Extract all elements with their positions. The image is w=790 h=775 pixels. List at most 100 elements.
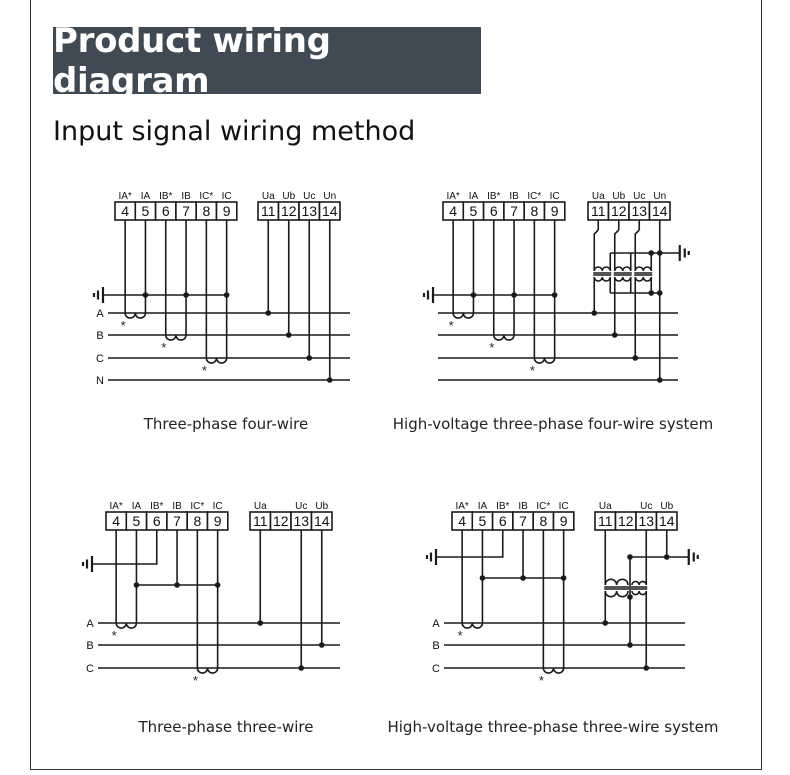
terminal-number: 6: [162, 203, 170, 219]
diagram-caption: Three-phase three-wire: [138, 718, 314, 736]
terminal-number: 4: [112, 513, 120, 529]
diagram-caption: High-voltage three-phase three-wire syst…: [387, 718, 719, 736]
polarity-asterisk: *: [449, 318, 454, 333]
terminal-number: 8: [193, 513, 201, 529]
wire: [613, 229, 620, 271]
junction-dot: [298, 665, 305, 671]
polarity-asterisk: *: [489, 340, 494, 355]
terminal-number: 7: [182, 203, 190, 219]
junction-dot: [470, 292, 477, 298]
terminal-label: IC*: [199, 191, 213, 202]
junction-dot: [663, 554, 670, 560]
terminal-number: 12: [618, 513, 634, 529]
terminal-number: 9: [560, 513, 568, 529]
junction-dot: [591, 310, 598, 316]
junction-dot: [285, 332, 292, 338]
coil: [205, 357, 228, 364]
coil: [593, 266, 612, 272]
terminal-number: 11: [261, 203, 276, 219]
coil: [631, 580, 648, 586]
wire: [634, 229, 640, 271]
terminal-label: IA*: [118, 191, 131, 202]
polarity-asterisk: *: [458, 628, 463, 643]
coil: [604, 578, 629, 586]
terminal-number: 12: [273, 513, 289, 529]
coil: [542, 667, 565, 674]
junction-dot: [183, 292, 189, 298]
terminal-label: Un: [653, 191, 666, 202]
terminal-number: 4: [449, 203, 457, 219]
page-title: Product wiring diagram: [53, 21, 481, 101]
terminal-number: 13: [631, 203, 647, 219]
terminal-label: IC*: [190, 501, 204, 512]
terminal-number: 7: [519, 513, 527, 529]
coil: [634, 266, 653, 272]
terminal-number: 7: [510, 203, 518, 219]
junction-dot: [265, 310, 272, 316]
terminal-label: Ub: [612, 191, 625, 202]
diagram-caption: Three-phase four-wire: [143, 415, 309, 433]
junction-dot: [643, 665, 650, 671]
junction-dot: [306, 355, 313, 361]
junction-dot: [627, 642, 633, 648]
terminal-label: IB: [509, 191, 519, 202]
terminal-label: Ub: [282, 191, 295, 202]
wire: [436, 530, 504, 558]
terminal-label: Un: [323, 191, 336, 202]
terminal-number: 8: [539, 513, 547, 529]
terminal-label: Ua: [254, 501, 267, 512]
coil: [492, 334, 515, 341]
coil: [196, 667, 219, 674]
terminal-label: IB: [518, 501, 528, 512]
terminal-label: IA: [132, 501, 142, 512]
terminal-number: 5: [142, 203, 150, 219]
terminal-label: IB*: [150, 501, 163, 512]
terminal-label: IC: [550, 191, 560, 202]
phase-label: B: [432, 640, 439, 652]
polarity-asterisk: *: [202, 363, 207, 378]
coil: [124, 312, 147, 319]
junction-dot: [318, 642, 325, 648]
terminal-number: 4: [458, 513, 466, 529]
terminal-number: 12: [281, 203, 297, 219]
terminal-label: IB*: [487, 191, 500, 202]
coil: [164, 334, 187, 341]
coil: [613, 266, 632, 272]
terminal-number: 13: [301, 203, 317, 219]
terminal-label: Uc: [295, 501, 307, 512]
terminal-label: Uc: [303, 191, 315, 202]
phase-label: A: [432, 618, 440, 630]
terminal-label: IB*: [159, 191, 172, 202]
terminal-number: 4: [121, 203, 129, 219]
polarity-asterisk: *: [530, 363, 535, 378]
phase-label: C: [86, 663, 94, 675]
coil: [461, 622, 484, 629]
junction-dot: [551, 292, 558, 298]
phase-label: C: [96, 353, 104, 365]
junction-dot: [602, 620, 609, 626]
phase-label: A: [96, 308, 104, 320]
terminal-label: Ua: [262, 191, 275, 202]
coil: [115, 622, 138, 629]
junction-dot: [656, 250, 663, 256]
junction-dot: [648, 290, 655, 296]
terminal-label: Uc: [640, 501, 652, 512]
terminal-number: 6: [499, 513, 507, 529]
junction-dot: [257, 620, 264, 626]
terminal-label: IB*: [496, 501, 509, 512]
terminal-number: 6: [153, 513, 161, 529]
terminal-label: IC*: [527, 191, 541, 202]
polarity-asterisk: *: [112, 628, 117, 643]
coil: [533, 357, 556, 364]
terminal-label: IB: [181, 191, 191, 202]
terminal-label: IA*: [109, 501, 122, 512]
junction-dot: [656, 377, 663, 383]
section-subtitle: Input signal wiring method: [53, 116, 416, 147]
terminal-label: Ua: [592, 191, 605, 202]
terminal-number: 13: [638, 513, 654, 529]
junction-dot: [223, 292, 230, 298]
terminal-number: 11: [598, 513, 613, 529]
